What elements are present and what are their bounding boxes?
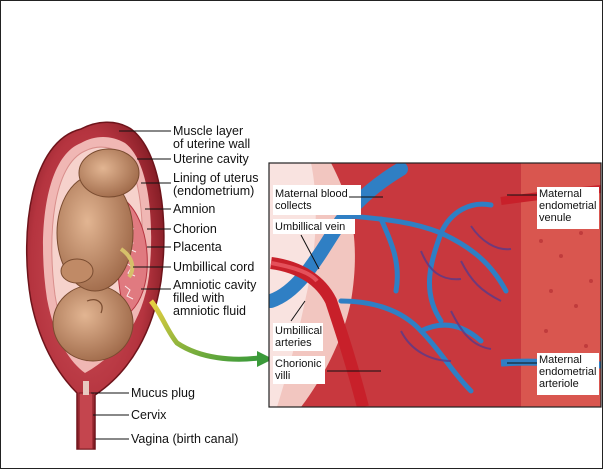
svg-text:Umbillical vein: Umbillical vein (275, 221, 345, 233)
label-mucus-plug: Mucus plug (131, 386, 195, 400)
label-amniotic-cavity: Amniotic cavity filled with amniotic flu… (173, 278, 260, 318)
label-lining: Lining of uterus (endometrium) (173, 171, 262, 198)
label-chorion: Chorion (173, 222, 217, 236)
label-cervix: Cervix (131, 408, 167, 422)
label-vagina: Vagina (birth canal) (131, 432, 238, 446)
label-amnion: Amnion (173, 202, 215, 216)
mucus-plug-shape (83, 381, 89, 395)
label-placenta: Placenta (173, 240, 222, 254)
label-muscle-layer: Muscle layer of uterine wall (173, 124, 250, 151)
label-uterine-cavity: Uterine cavity (173, 152, 249, 166)
label-umbilical-cord: Umbillical cord (173, 260, 254, 274)
